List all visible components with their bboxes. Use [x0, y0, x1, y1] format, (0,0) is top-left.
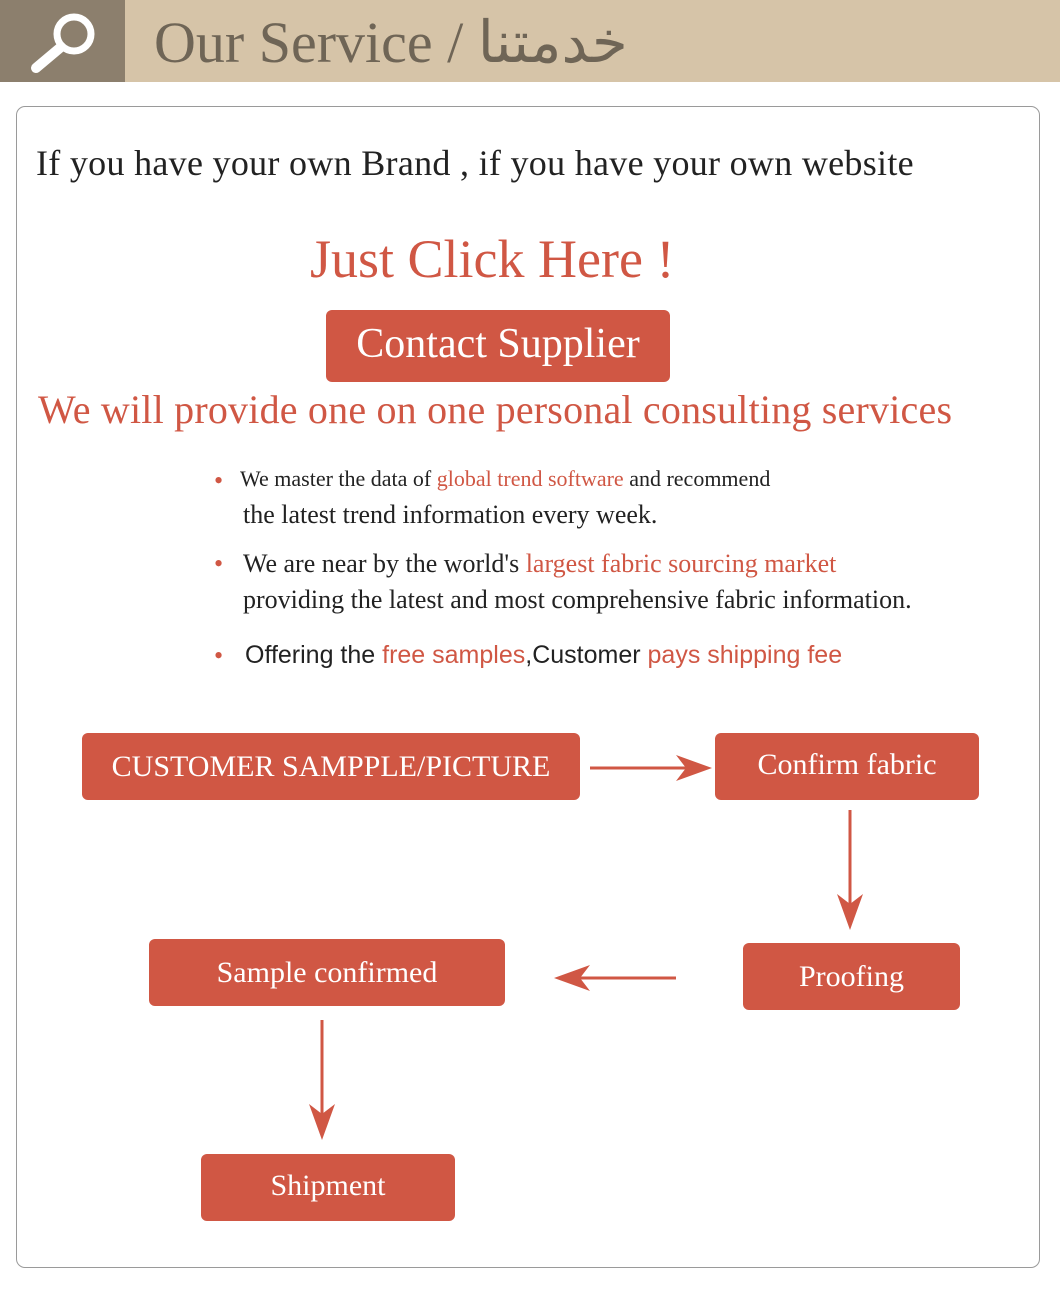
- bullet-2-line-1: We are near by the world's largest fabri…: [243, 549, 836, 579]
- contact-supplier-button[interactable]: Contact Supplier: [326, 310, 670, 382]
- consulting-text: We will provide one on one personal cons…: [38, 387, 953, 432]
- flow-step-customer-sample: CUSTOMER SAMPPLE/PICTURE: [82, 733, 580, 800]
- bullet-3-line: Offering the free samples,Customer pays …: [245, 641, 842, 670]
- flow-step-confirm-fabric: Confirm fabric: [715, 733, 979, 800]
- bullet-2-line-2: providing the latest and most comprehens…: [243, 585, 912, 614]
- bullet-3-text-mid: ,Customer: [525, 641, 648, 669]
- magnifier-icon: [31, 13, 95, 73]
- bullet-dot-icon: •: [214, 549, 224, 578]
- search-tile: [0, 0, 125, 82]
- service-panel: [16, 106, 1040, 1268]
- bullet-2-highlight: largest fabric sourcing market: [525, 549, 837, 578]
- bullet-2-text: We are near by the world's: [243, 549, 526, 578]
- flow-step-sample-confirmed: Sample confirmed: [149, 939, 505, 1006]
- bullet-1-line-2: the latest trend information every week.: [243, 500, 658, 529]
- bullet-1-highlight: global trend software: [436, 466, 624, 491]
- bullet-dot-icon: •: [214, 641, 224, 670]
- arrow-down-icon: [837, 810, 863, 930]
- bullet-3-highlight-2: pays shipping fee: [647, 641, 843, 669]
- flow-step-shipment: Shipment: [201, 1154, 455, 1221]
- arrow-left-icon: [554, 965, 676, 991]
- bullet-1-text-end: and recommend: [623, 466, 771, 491]
- bullet-1-line-1: We master the data of global trend softw…: [240, 466, 770, 492]
- page-title: Our Service / خدمتنا: [154, 10, 628, 75]
- intro-text: If you have your own Brand , if you have…: [36, 143, 914, 183]
- arrow-right-icon: [590, 755, 712, 781]
- header-bar: [0, 0, 1060, 82]
- flow-step-proofing: Proofing: [743, 943, 960, 1010]
- bullet-3-text: Offering the: [245, 641, 383, 669]
- bullet-dot-icon: •: [214, 466, 224, 495]
- bullet-1-text: We master the data of: [240, 466, 437, 491]
- bullet-3-highlight-1: free samples: [382, 641, 526, 669]
- cta-heading[interactable]: Just Click Here !: [310, 229, 675, 289]
- arrow-down-icon: [309, 1020, 335, 1140]
